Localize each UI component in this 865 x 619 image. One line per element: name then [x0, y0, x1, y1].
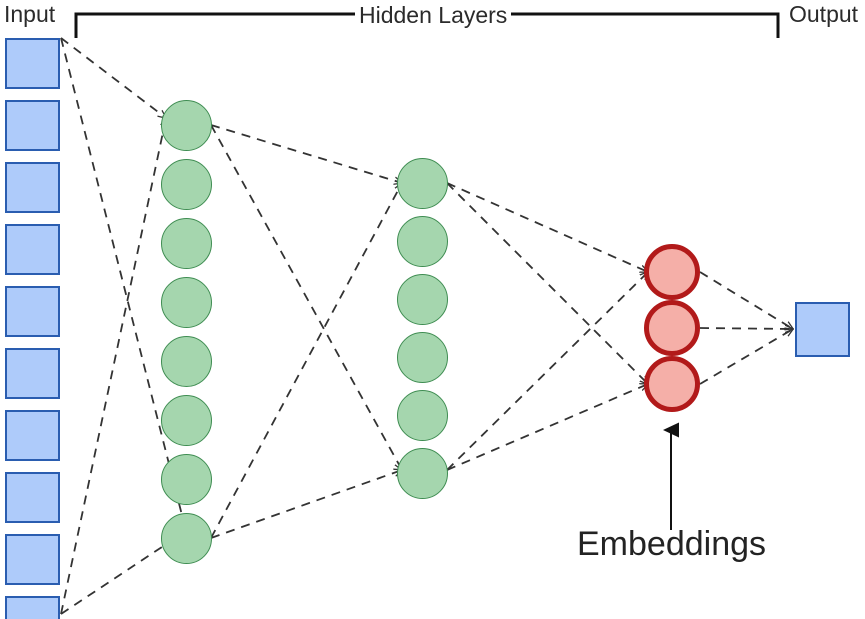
node-input-4 [5, 224, 60, 275]
node-input-1 [5, 38, 60, 89]
node-hidden-1-2 [161, 159, 212, 210]
node-input-10 [5, 596, 60, 619]
node-hidden-1-7 [161, 454, 212, 505]
hidden-layers-label: Hidden Layers [355, 2, 512, 29]
node-input-9 [5, 534, 60, 585]
node-hidden-2-3 [397, 274, 448, 325]
edge-10 [446, 182, 648, 384]
node-hidden-2-1 [397, 158, 448, 209]
input-layer-label: Input [4, 1, 56, 27]
edge-13 [699, 271, 793, 329]
node-hidden-2-4 [397, 332, 448, 383]
node-embeddings-2 [644, 300, 700, 356]
edge-5 [210, 124, 402, 183]
node-hidden-1-4 [161, 277, 212, 328]
edge-1 [60, 37, 166, 118]
node-embeddings-1 [644, 244, 700, 300]
edge-8 [210, 183, 402, 539]
edge-7 [210, 470, 402, 539]
node-hidden-1-3 [161, 218, 212, 269]
node-embeddings-3 [644, 356, 700, 412]
node-hidden-2-6 [397, 448, 448, 499]
node-input-3 [5, 162, 60, 213]
node-input-8 [5, 472, 60, 523]
node-input-5 [5, 286, 60, 337]
node-hidden-1-6 [161, 395, 212, 446]
output-layer-label: Output [789, 1, 859, 27]
edge-9 [446, 182, 648, 272]
edge-4 [60, 118, 166, 615]
edge-6 [210, 124, 402, 470]
edge-12 [446, 272, 648, 471]
edge-15 [699, 329, 793, 385]
node-hidden-1-5 [161, 336, 212, 387]
node-hidden-2-5 [397, 390, 448, 441]
edge-11 [446, 384, 648, 471]
node-input-7 [5, 410, 60, 461]
node-input-2 [5, 100, 60, 151]
node-hidden-1-1 [161, 100, 212, 151]
node-hidden-2-2 [397, 216, 448, 267]
node-input-6 [5, 348, 60, 399]
edge-14 [699, 328, 793, 329]
node-output-1 [795, 302, 850, 357]
node-hidden-1-8 [161, 513, 212, 564]
embeddings-annotation-label: Embeddings [577, 525, 767, 563]
